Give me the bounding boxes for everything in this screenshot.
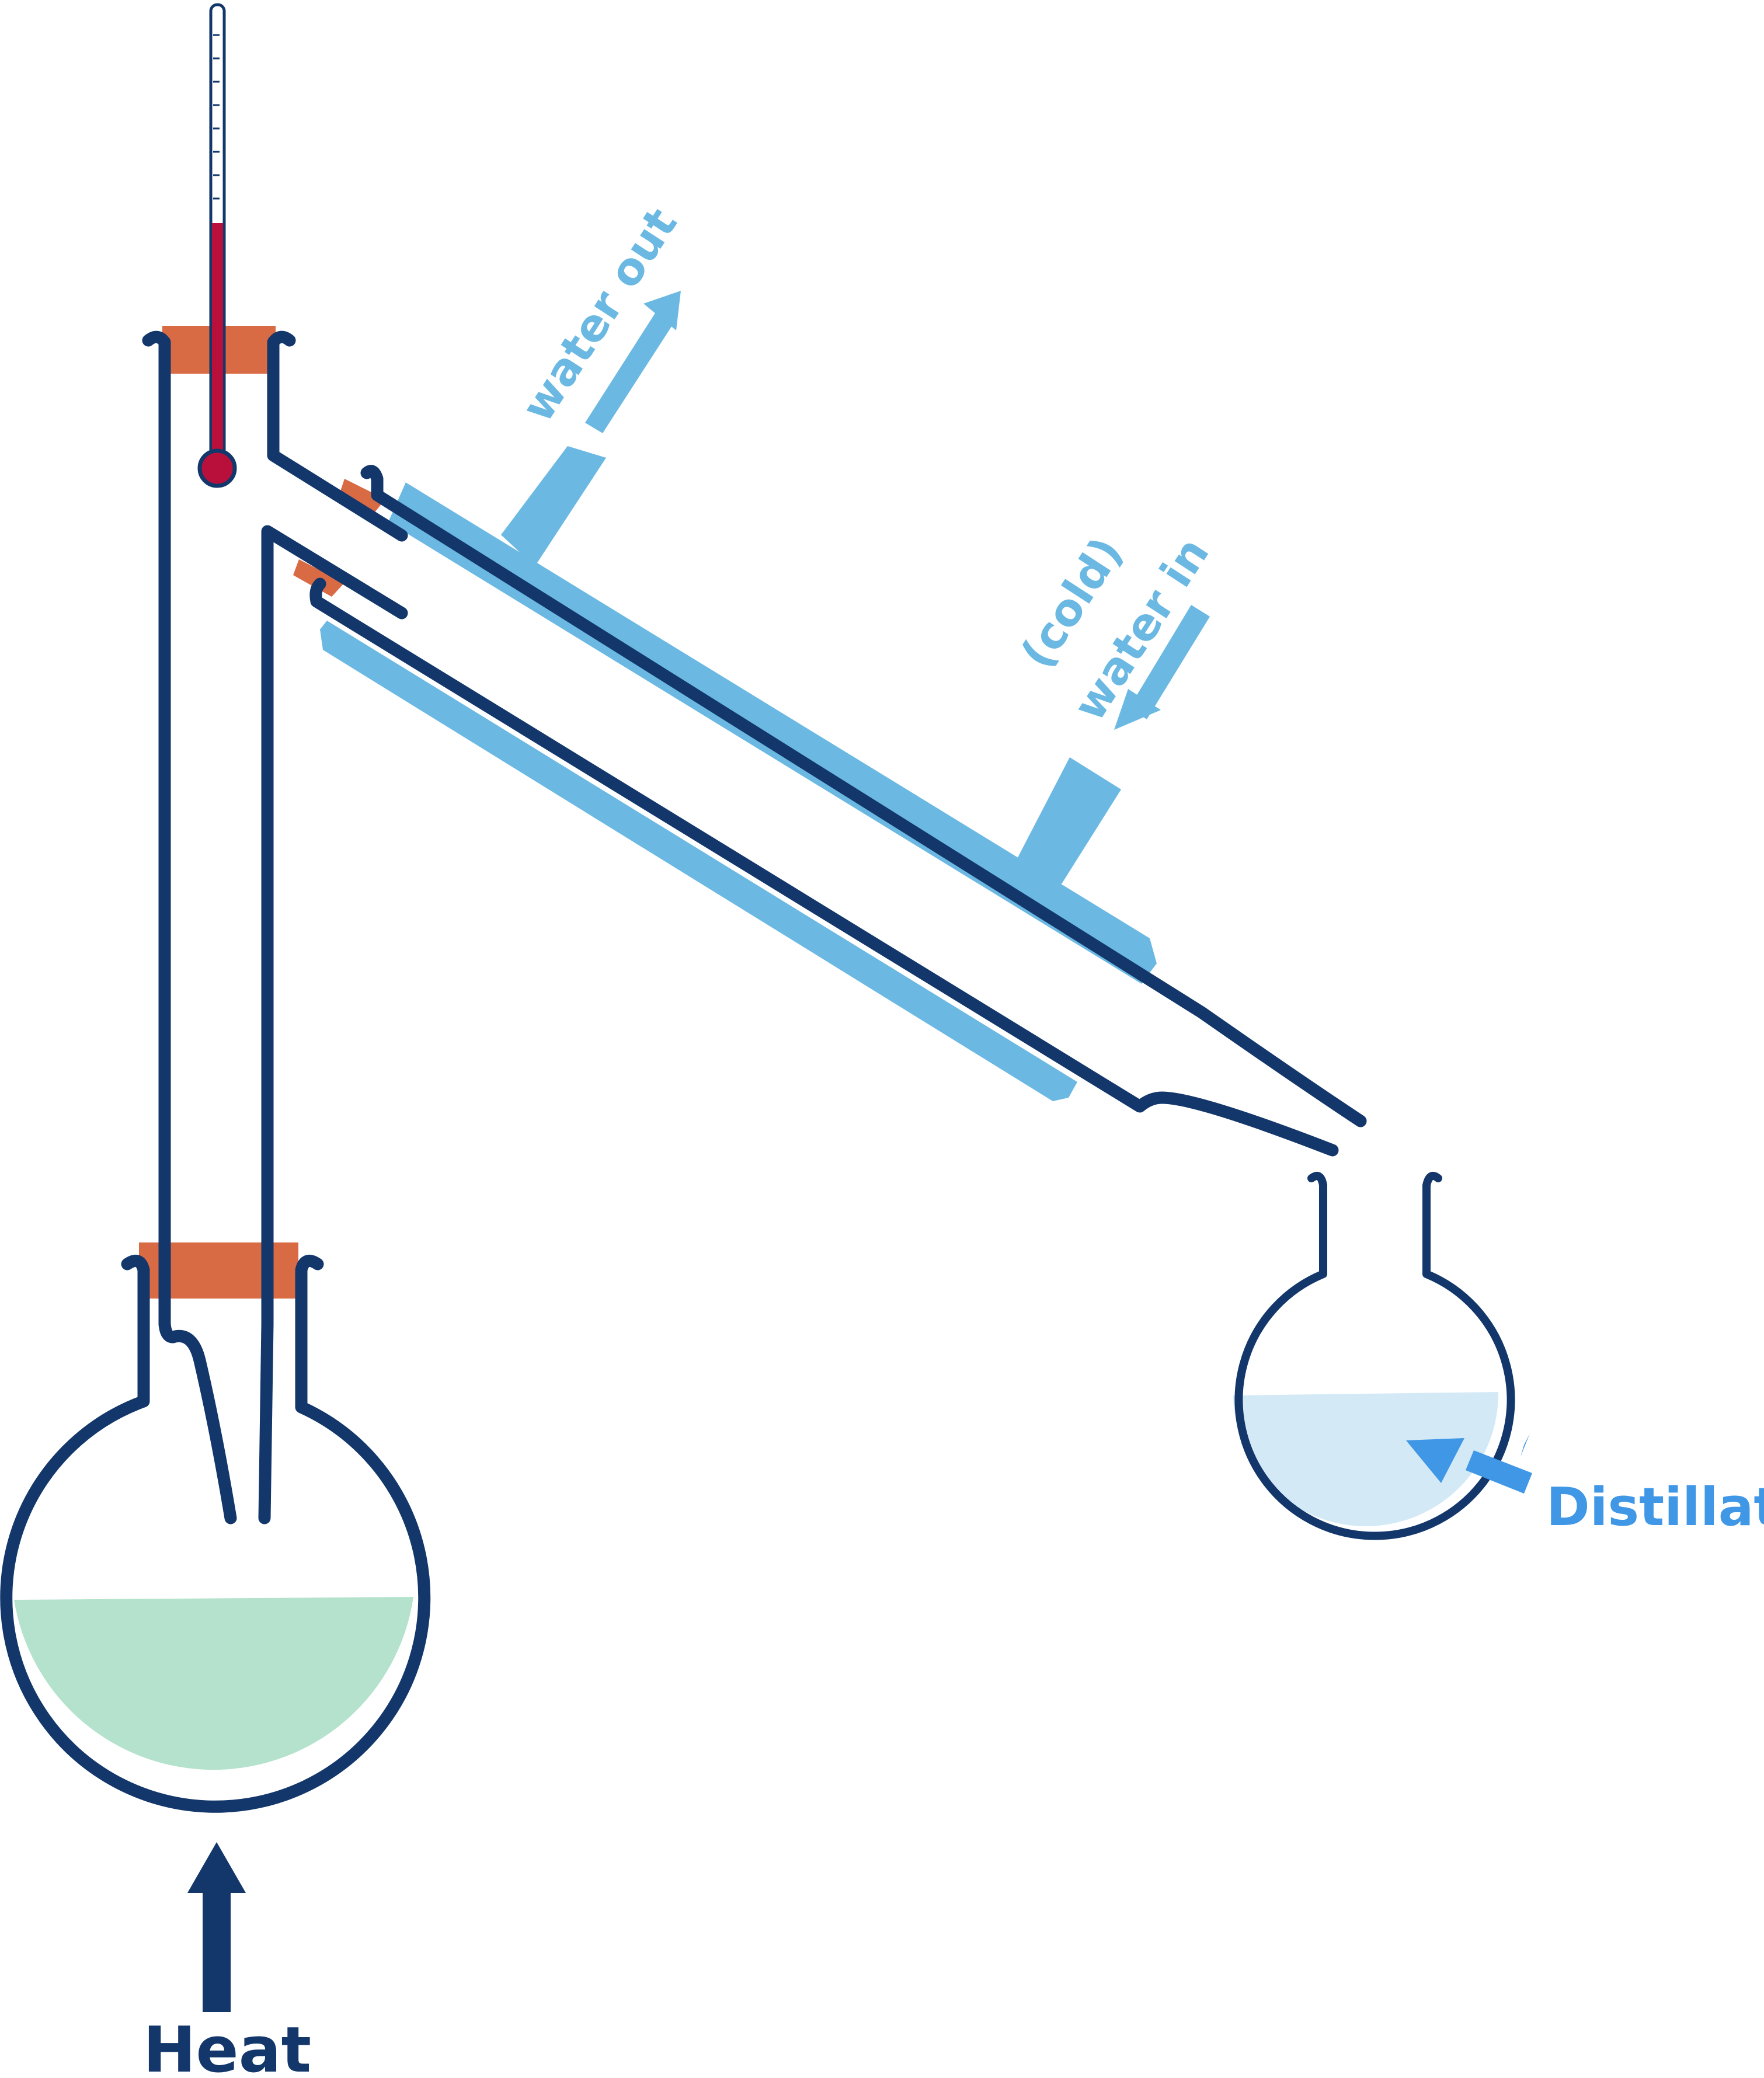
boiling-flask (0, 1254, 431, 1813)
heat-arrow (187, 1842, 246, 2012)
receiving-flask (1234, 1172, 1515, 1540)
condenser-joint-upper (339, 479, 385, 515)
distillate-liquid (1233, 1392, 1499, 1527)
water-out-arrow (585, 291, 681, 433)
boiling-mixture-liquid (14, 1597, 413, 1770)
water-in-arrow (1114, 605, 1210, 730)
water-inlet-nozzle (1013, 757, 1121, 884)
distillate-label: Distillate (1546, 1477, 1764, 1538)
distillate-arrow (1406, 1433, 1532, 1494)
thermometer (197, 3, 237, 488)
heat-label: Heat (143, 2014, 311, 2078)
water-outlet-nozzle (501, 446, 606, 566)
distillation-head-and-condenser (142, 330, 1367, 1524)
